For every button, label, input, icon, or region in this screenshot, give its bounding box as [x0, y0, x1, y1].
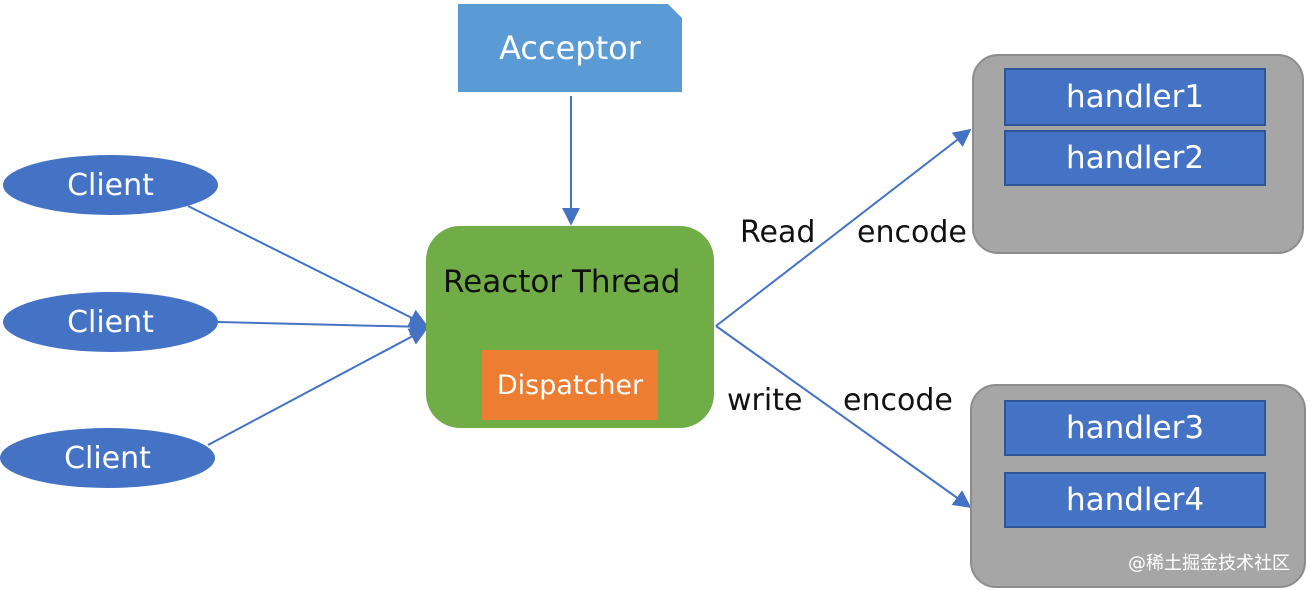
handler-label-4: handler4 — [1065, 482, 1205, 518]
client2-to-reactor-arrow — [217, 317, 428, 336]
handler-label-3: handler3 — [1065, 410, 1205, 446]
handler-box-3: handler3 — [1004, 400, 1266, 456]
write-encode-label: encode — [843, 383, 953, 418]
client3-to-reactor-arrow — [207, 328, 428, 446]
handler-box-1: handler1 — [1004, 68, 1266, 126]
client-label-2: Client — [67, 304, 154, 340]
client-label-3: Client — [64, 440, 151, 476]
handler-box-4: handler4 — [1004, 472, 1266, 528]
acceptor-node: Acceptor — [458, 4, 682, 92]
dispatcher-label: Dispatcher — [496, 369, 644, 401]
reactor-to-group2-arrow — [715, 325, 972, 509]
handler-box-2: handler2 — [1004, 130, 1266, 186]
reactor-to-group1-arrow — [715, 128, 972, 327]
watermark-text: @稀土掘金技术社区 — [1128, 553, 1290, 574]
client-node-2: Client — [3, 292, 218, 352]
handler-label-1: handler1 — [1065, 79, 1205, 115]
write-label: write — [727, 383, 803, 418]
client-label-1: Client — [67, 167, 154, 203]
reactor-thread-title: Reactor Thread — [443, 264, 681, 300]
reactor-thread-node: Reactor Thread Dispatcher — [426, 226, 714, 428]
handler-label-2: handler2 — [1065, 140, 1205, 176]
acceptor-label: Acceptor — [499, 29, 641, 67]
dispatcher-node: Dispatcher — [482, 350, 658, 420]
read-label: Read — [740, 215, 816, 250]
client-node-3: Client — [0, 428, 215, 488]
client1-to-reactor-arrow — [187, 205, 428, 326]
read-encode-label: encode — [857, 215, 967, 250]
client-node-1: Client — [3, 155, 218, 215]
